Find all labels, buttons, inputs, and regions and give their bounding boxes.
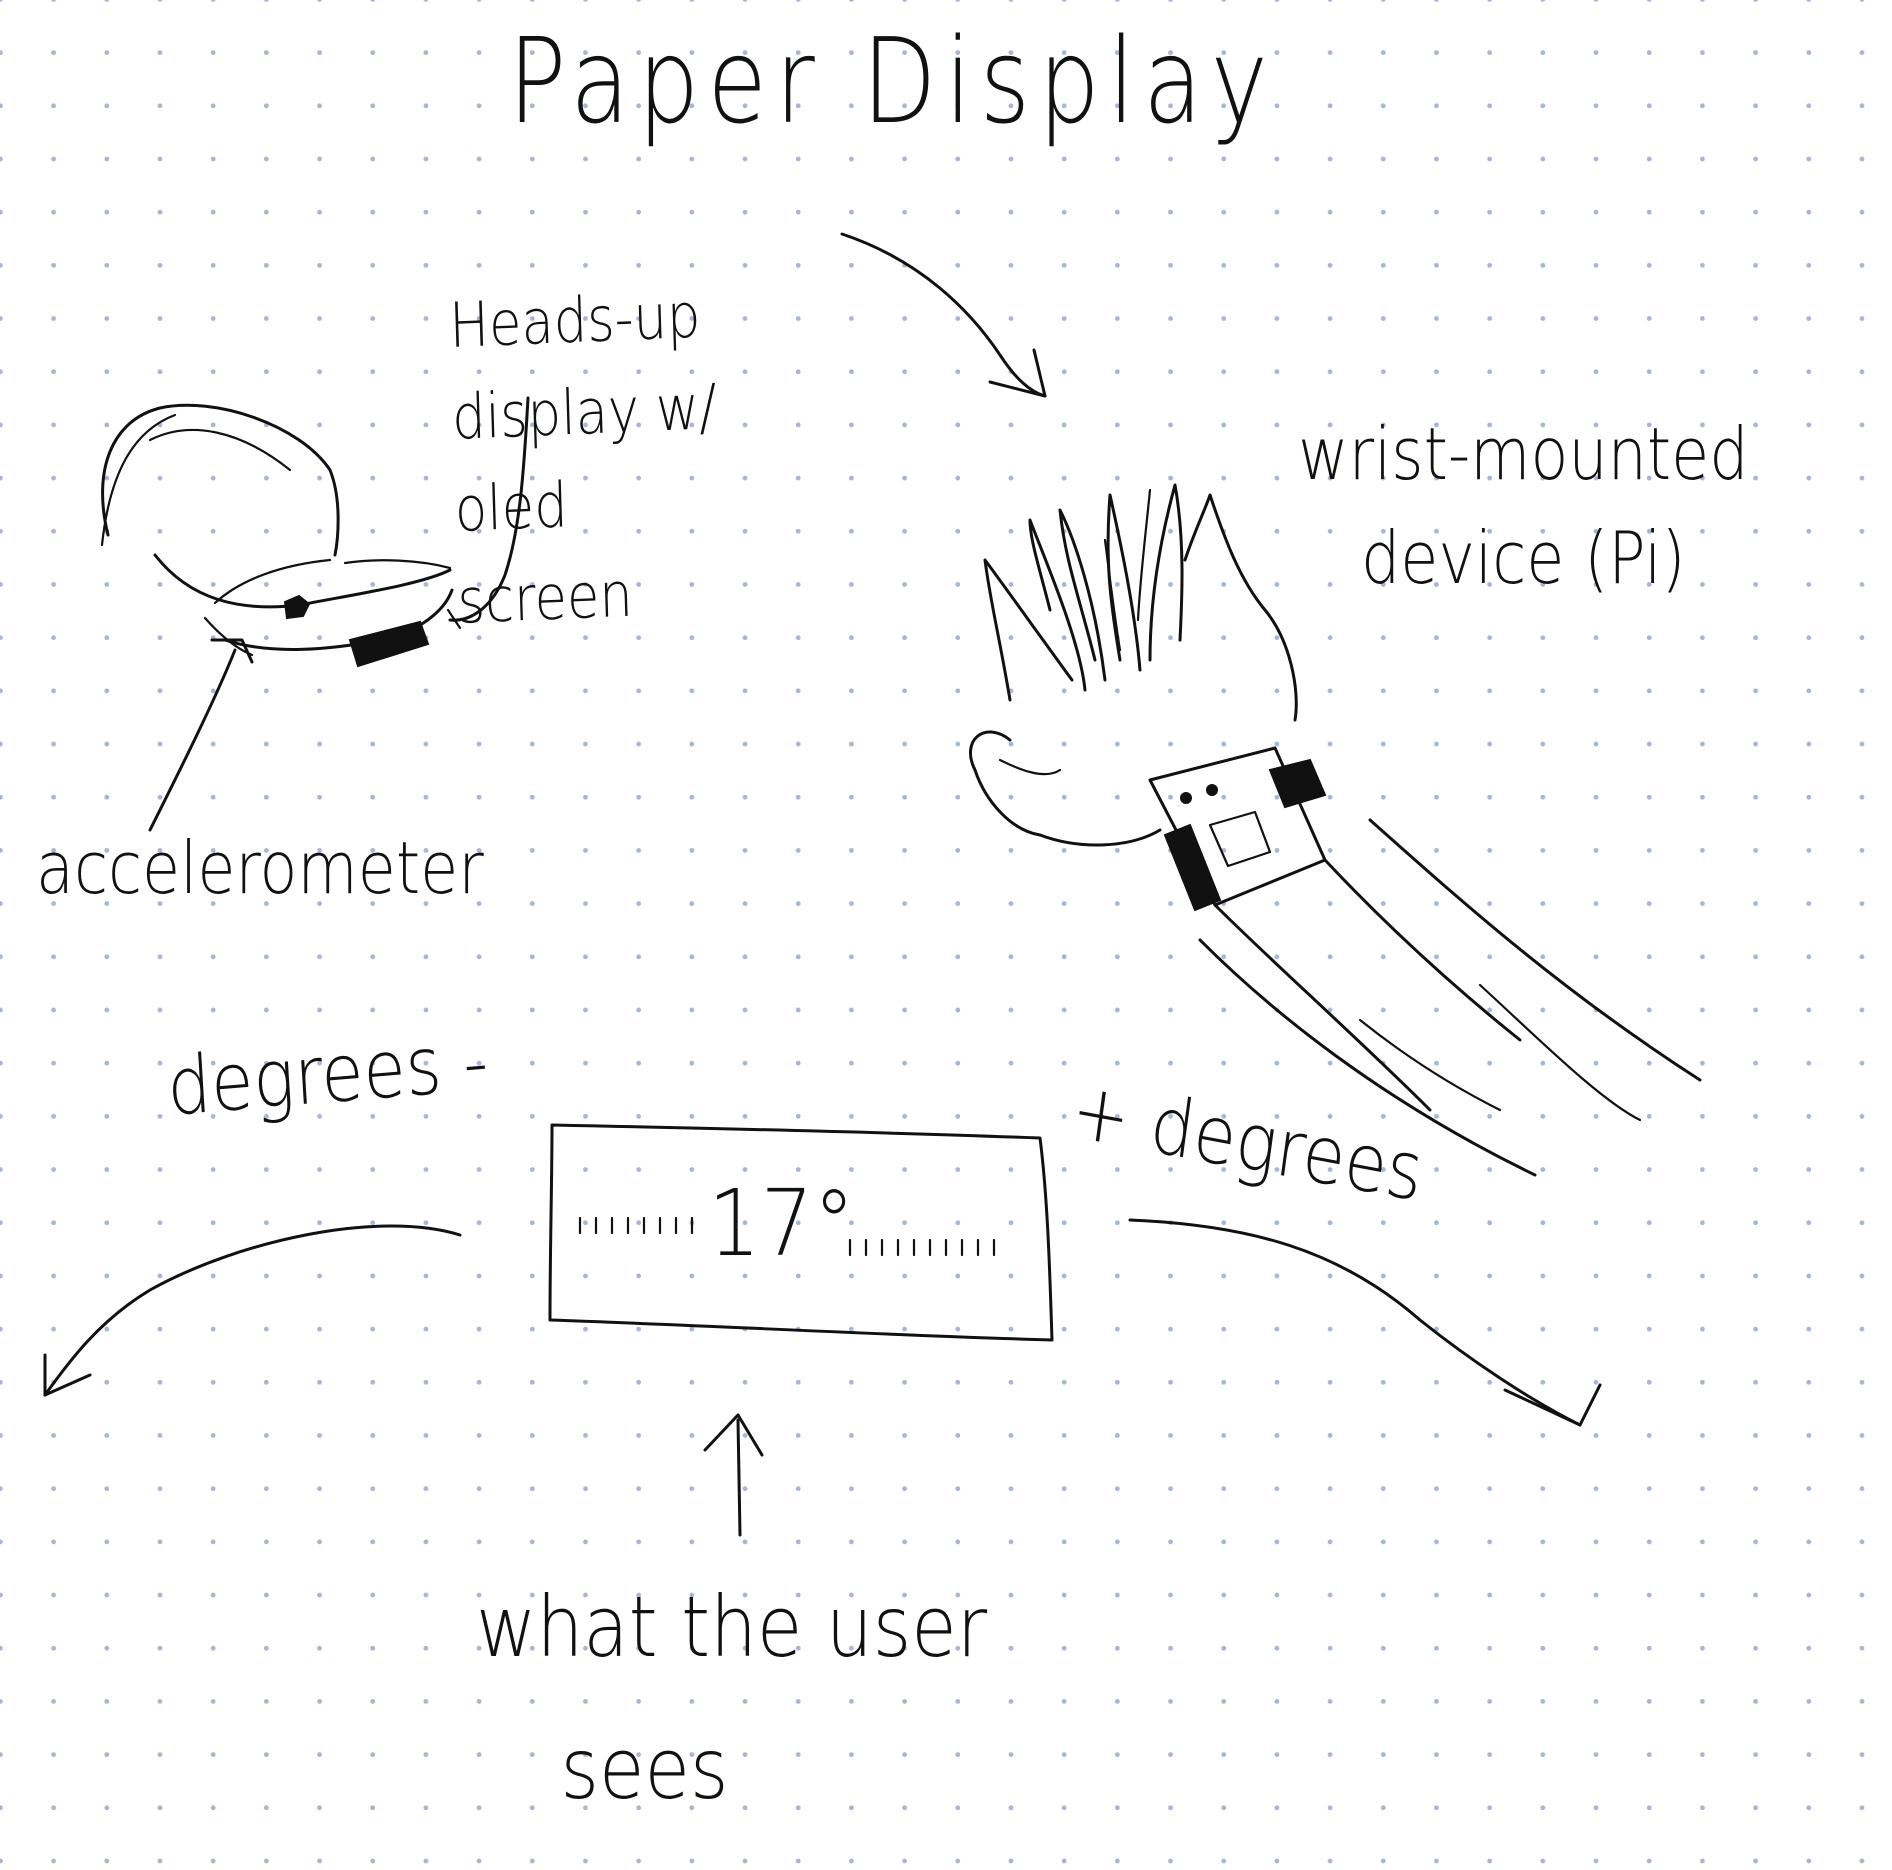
right-direction-arrow xyxy=(1128,1218,1602,1427)
head-sketch xyxy=(100,403,454,668)
hud-label-line: oled xyxy=(453,468,569,546)
display-readout-box xyxy=(548,1123,1054,1342)
hud-label-line: display w/ xyxy=(450,370,718,454)
title-to-wrist-arrow xyxy=(840,232,1047,398)
caption-line: sees xyxy=(560,1720,729,1818)
hud-pointer xyxy=(446,396,530,630)
up-arrow xyxy=(703,1413,764,1537)
display-caption: what the user sees xyxy=(476,1556,987,1840)
hud-label: Heads-up display w/ oled screen xyxy=(448,269,723,648)
left-direction-arrow xyxy=(43,1224,462,1397)
wrist-label-line: device (Pi) xyxy=(1360,516,1686,600)
accelerometer-pointer xyxy=(148,638,254,832)
hand-sketch xyxy=(968,483,1702,1177)
wrist-device-label: wrist-mounted device (Pi) xyxy=(1298,402,1749,610)
degree-readout: 17° xyxy=(708,1170,855,1277)
wrist-label-line: wrist-mounted xyxy=(1298,412,1749,496)
caption-line: what the user xyxy=(476,1578,988,1676)
hud-label-line: Heads-up xyxy=(448,278,702,362)
hud-label-line: screen xyxy=(456,557,634,638)
accelerometer-label: accelerometer xyxy=(36,826,484,910)
page-title: Paper Display xyxy=(508,12,1277,150)
